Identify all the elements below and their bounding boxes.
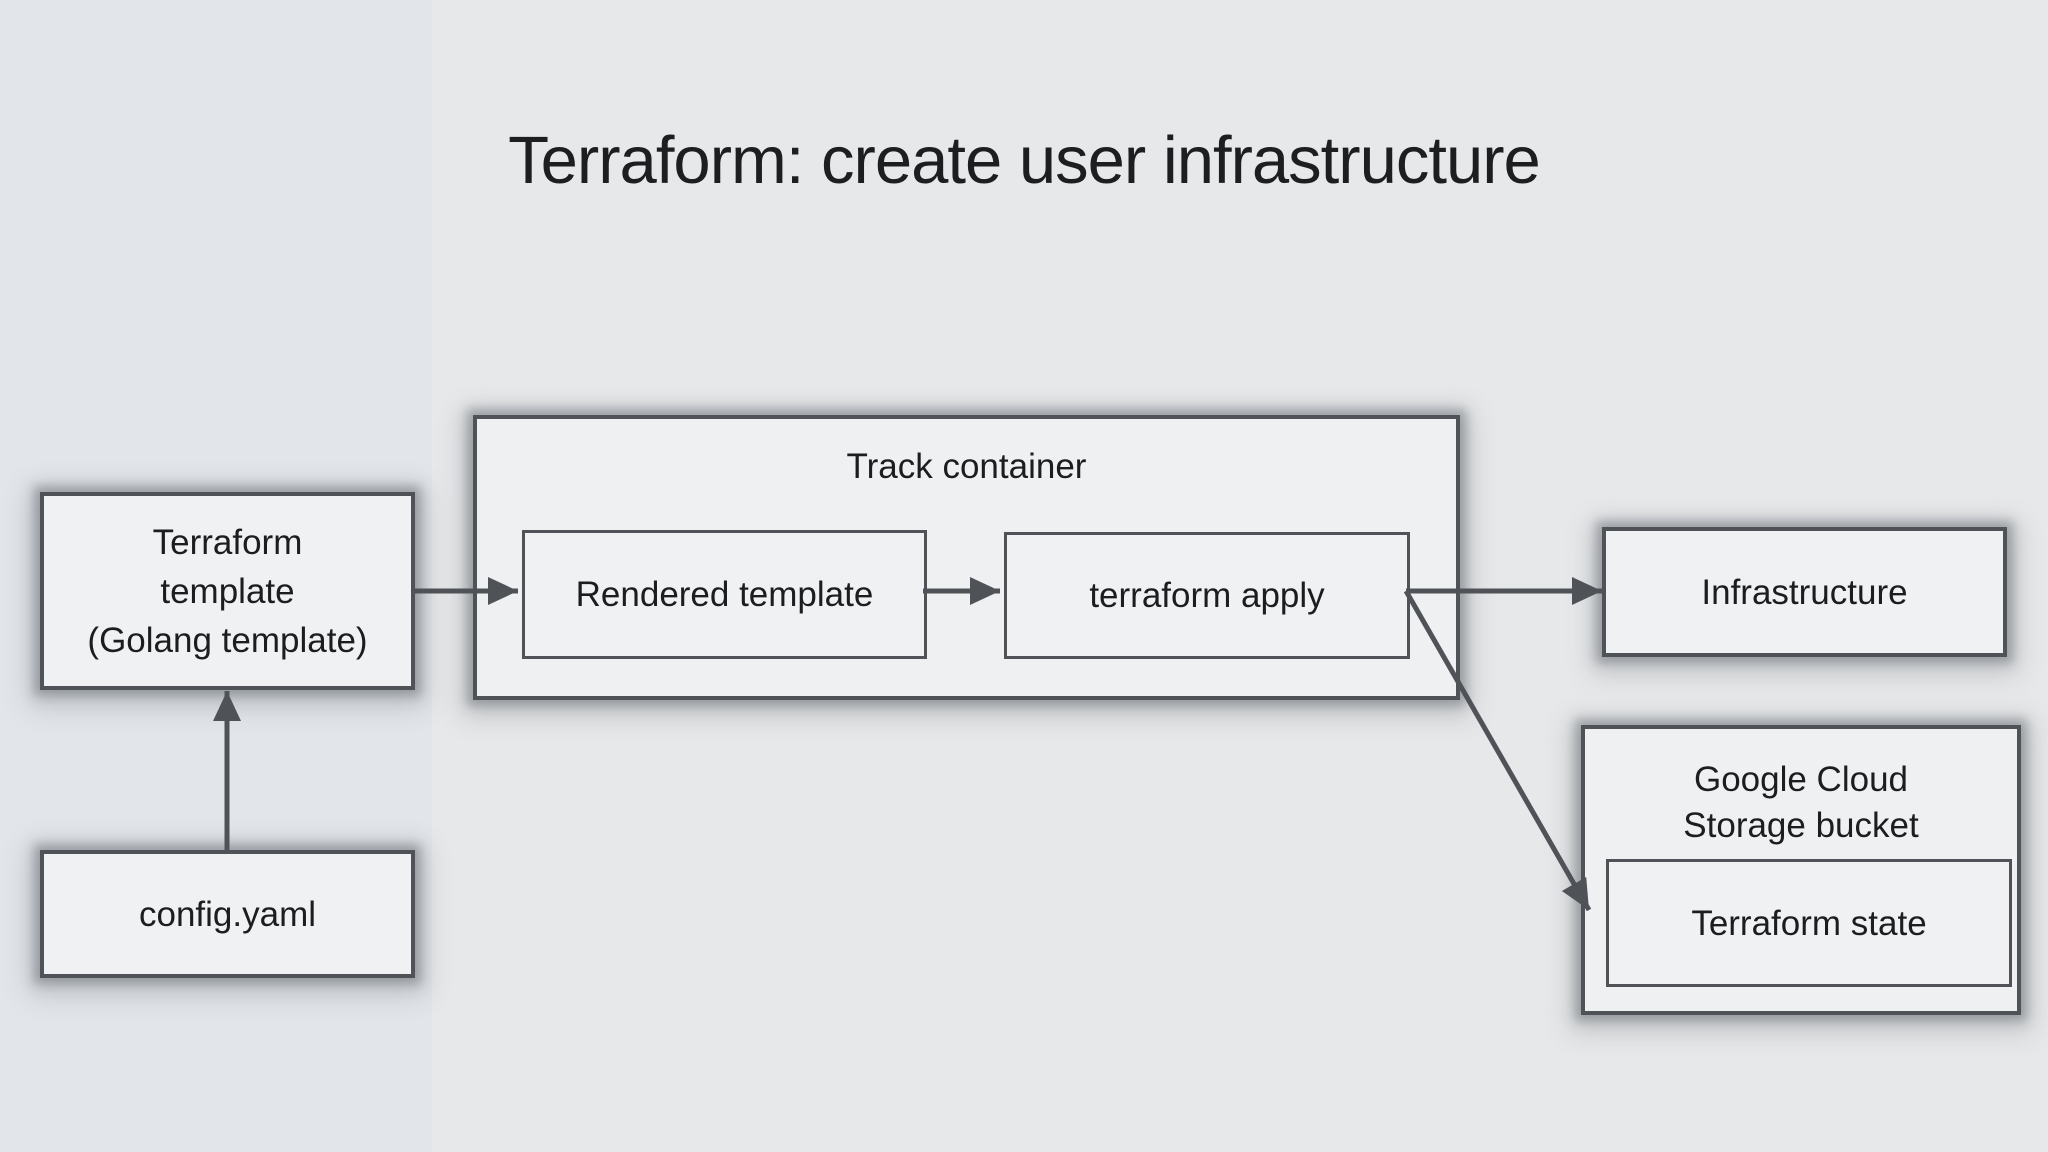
terraform-apply-label: terraform apply xyxy=(1089,576,1325,615)
track-container-label: Track container xyxy=(846,447,1087,486)
terraform-apply-node: terraform apply xyxy=(1004,532,1410,659)
track-container: Track container Rendered template terraf… xyxy=(473,415,1460,700)
terraform-state-node: Terraform state xyxy=(1606,859,2012,987)
terraform-template-label: Terraform template (Golang template) xyxy=(87,522,368,660)
gcs-bucket-label: Google Cloud Storage bucket xyxy=(1683,760,1919,845)
terraform-state-label: Terraform state xyxy=(1691,903,1927,943)
gcs-bucket-container: Google Cloud Storage bucket Terraform st… xyxy=(1581,725,2021,1015)
rendered-template-node: Rendered template xyxy=(522,530,927,659)
infrastructure-label: Infrastructure xyxy=(1701,572,1908,612)
infrastructure-node: Infrastructure xyxy=(1602,527,2007,657)
rendered-template-label: Rendered template xyxy=(575,575,874,614)
terraform-template-node: Terraform template (Golang template) xyxy=(40,492,415,690)
config-yaml-label: config.yaml xyxy=(138,894,317,934)
config-yaml-node: config.yaml xyxy=(40,850,415,978)
page-title: Terraform: create user infrastructure xyxy=(508,123,1541,198)
